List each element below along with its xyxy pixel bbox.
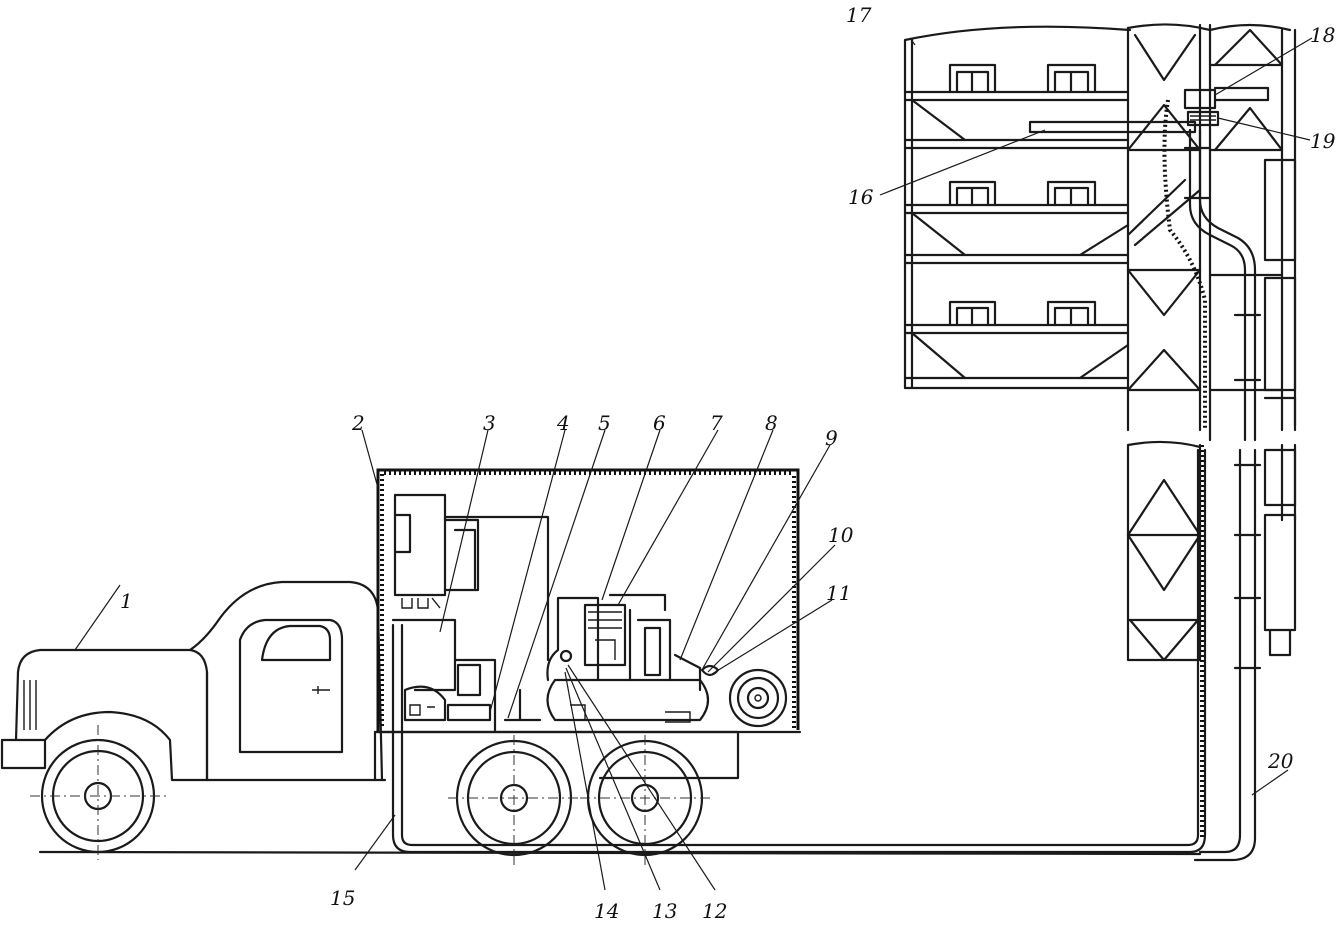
label-11: 11: [826, 581, 851, 605]
label-8: 8: [765, 411, 778, 435]
rear-wheel-1: [448, 735, 580, 868]
part-labels: 1 2 3 4 5 6 7 8 9 10 11 12 13 14 15 16 1…: [120, 3, 1336, 923]
label-15: 15: [330, 886, 355, 910]
air-tank: [503, 678, 710, 723]
compressor-unit: [546, 593, 720, 692]
scaffold-tower: [1126, 23, 1297, 662]
label-5: 5: [598, 411, 611, 435]
label-2: 2: [351, 411, 365, 435]
label-19: 19: [1310, 129, 1336, 153]
label-10: 10: [828, 523, 854, 547]
label-18: 18: [1310, 23, 1335, 47]
rear-wheel-2: [580, 735, 712, 868]
distributor-boom: [1028, 86, 1270, 134]
label-3: 3: [483, 411, 496, 435]
truck: [0, 580, 740, 868]
label-12: 12: [702, 899, 727, 923]
van-body: [376, 468, 802, 734]
delivery-pipe: [1162, 99, 1262, 670]
label-6: 6: [653, 411, 666, 435]
label-13: 13: [652, 899, 677, 923]
label-1: 1: [120, 589, 133, 613]
label-17: 17: [846, 3, 872, 27]
label-14: 14: [594, 899, 619, 923]
hose-reel: [728, 668, 788, 728]
label-9: 9: [825, 426, 838, 450]
building-windows: [948, 63, 1097, 327]
building: [903, 25, 1132, 390]
front-wheel: [30, 725, 170, 860]
concrete-hose: [391, 445, 1257, 862]
control-cabinet: [391, 493, 550, 732]
building-floors: [903, 90, 1130, 380]
label-16: 16: [848, 185, 874, 209]
label-7: 7: [710, 411, 723, 435]
label-4: 4: [556, 411, 570, 435]
truck-cab: [43, 580, 387, 782]
truck-hood: [0, 648, 209, 782]
leader-lines: [74, 37, 1313, 891]
label-20: 20: [1267, 749, 1294, 773]
